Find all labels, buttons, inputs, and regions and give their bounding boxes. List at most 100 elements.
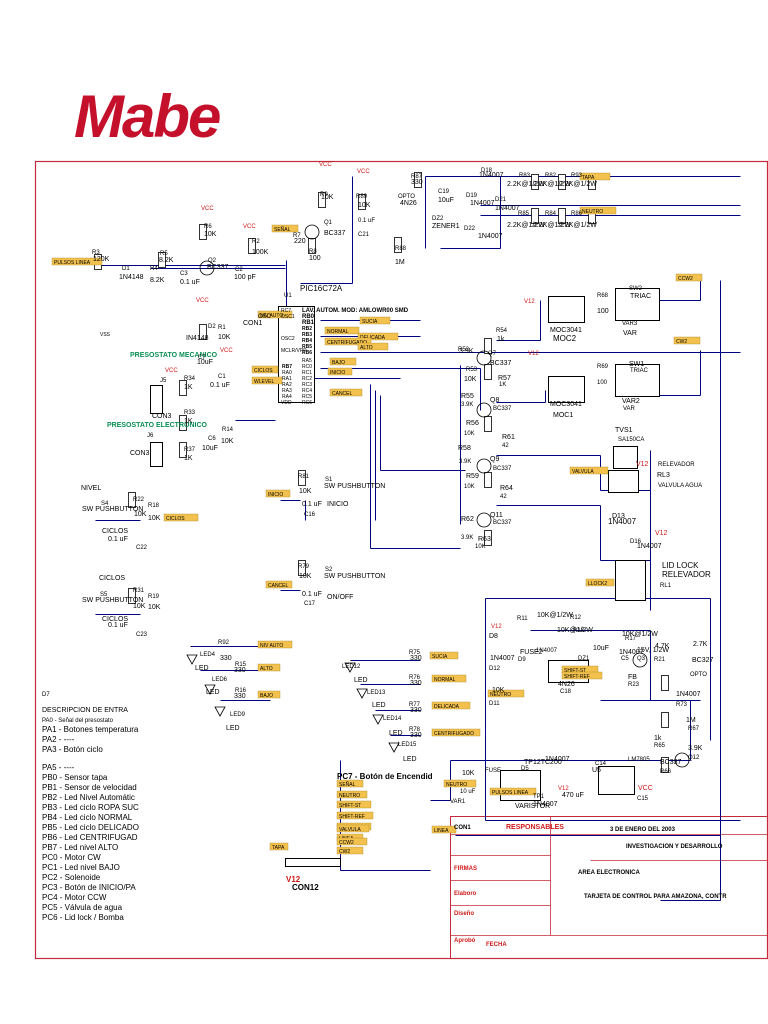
- net-tag-flag: [443, 779, 477, 788]
- net-tag: VALVULA: [569, 466, 609, 475]
- schematic-label: LED12: [342, 664, 361, 670]
- schematic-label: J5: [160, 378, 167, 384]
- net-tag-flag: [269, 842, 289, 851]
- schematic-label: 1K: [184, 418, 193, 425]
- schematic-label: Q8: [490, 397, 499, 404]
- schematic-label: 220: [294, 238, 306, 245]
- resistor: [394, 237, 402, 253]
- schematic-label: R63: [478, 536, 491, 543]
- net-tag-text: SHIFT-ST: [564, 668, 586, 674]
- net-tag-flag: [251, 365, 279, 374]
- schematic-label: 1M: [686, 717, 696, 724]
- schematic-label: OSC: [258, 314, 272, 320]
- schematic-label: LED13: [367, 690, 386, 696]
- schematic-label: D5: [521, 766, 529, 772]
- net-tag-flag: [265, 489, 291, 498]
- schematic-label: PC7 - Botón de Encendid: [337, 772, 433, 781]
- schematic-label: RA0: [282, 370, 292, 376]
- schematic-label: R86: [571, 211, 583, 217]
- schematic-label: C23: [136, 632, 148, 638]
- title-block: [450, 816, 768, 959]
- net-tag-flag: [265, 580, 293, 589]
- schematic-label: R69: [597, 364, 609, 370]
- net-tag-flag: [336, 800, 372, 809]
- schematic-label: 0.1 uF: [358, 218, 375, 224]
- net-tag-flag: [431, 825, 457, 834]
- net-tag-text: DELICADA: [434, 704, 460, 710]
- net-tag-flag: [329, 388, 363, 397]
- schematic-label: VAR2: [622, 398, 640, 405]
- schematic-label: S5: [100, 592, 108, 598]
- net-tag: CICLOS: [251, 365, 279, 374]
- net-tag-flag: [579, 172, 611, 181]
- net-tag-text: CENTRIFUGADO: [434, 731, 474, 737]
- transistor-symbol: [476, 402, 492, 418]
- net-tag-flag: [431, 701, 471, 710]
- drawing-border: [34, 160, 768, 960]
- schematic-label: ZENER1: [432, 223, 460, 230]
- schematic-label: VAR: [623, 330, 637, 337]
- net-tag-text: NIV AUTO: [260, 313, 283, 319]
- schematic-label: D22: [464, 226, 476, 232]
- net-tag-text: BAJO: [260, 693, 273, 699]
- net-tag: SUCIA: [359, 316, 391, 325]
- net-tag: CW2: [673, 336, 701, 345]
- transistor-symbol: [476, 512, 492, 528]
- net-tag: CANCEL: [265, 580, 293, 589]
- schematic-label: 3 DE ENERO DEL 2003: [610, 827, 676, 833]
- schematic-label: 4N26: [558, 681, 575, 688]
- net-tag: NEUTRO: [579, 206, 617, 215]
- net-tag-flag: [487, 689, 525, 698]
- resistor: [558, 174, 566, 190]
- schematic-label: 1k: [654, 735, 662, 742]
- schematic-label: 2.2K@1/2W: [507, 181, 545, 188]
- schematic-label: R58: [458, 445, 471, 452]
- net-tag: SHIFT-ST: [336, 800, 372, 809]
- schematic-label: R82: [545, 173, 557, 179]
- schematic-label: NIVEL: [81, 485, 101, 492]
- net-tag: NEUTRO: [336, 790, 368, 799]
- net-tag: NORMAL: [431, 674, 467, 683]
- net-tag-text: NIV AUTO: [260, 643, 283, 649]
- schematic-label: R55: [461, 393, 474, 400]
- led-symbol: [356, 688, 368, 699]
- net-tag-text: DELICADA: [360, 335, 386, 341]
- schematic-label: R34: [184, 376, 196, 382]
- schematic-label: C2: [235, 267, 243, 273]
- schematic-label: 1N4007: [490, 655, 515, 662]
- net-tag: CCW2: [336, 837, 368, 846]
- net-tag-flag: [673, 336, 701, 345]
- schematic-label: VDD: [281, 400, 292, 406]
- schematic-label: RB2: [302, 326, 312, 332]
- schematic-label: PA2 - ----: [42, 735, 75, 744]
- schematic-label: VCC: [319, 162, 332, 168]
- schematic-label: R23: [628, 682, 640, 688]
- schematic-label: SW1: [629, 361, 644, 368]
- schematic-label: R93: [571, 173, 583, 179]
- schematic-label: R66: [660, 769, 672, 775]
- net-tag: NIV AUTO: [257, 640, 293, 649]
- schematic-label: RC1: [302, 370, 312, 376]
- schematic-label: Q9: [490, 456, 499, 463]
- net-tag: WLEVEL: [251, 376, 283, 385]
- net-tag-text: SUCIA: [362, 319, 378, 325]
- net-tag-flag: [357, 332, 399, 341]
- schematic-label: SW PUSHBUTTON: [324, 573, 385, 580]
- schematic-label: R65: [654, 743, 666, 749]
- schematic-label: FUSE: [485, 768, 501, 774]
- schematic-label: RC3: [302, 382, 312, 388]
- connector-j5: [150, 385, 163, 414]
- resistor: [298, 470, 306, 486]
- schematic-label: CON3: [130, 450, 150, 457]
- schematic-label: D13: [612, 513, 625, 520]
- transistor-symbol: [304, 224, 320, 240]
- schematic-label: 10K: [148, 515, 161, 522]
- net-tag-flag: [336, 837, 368, 846]
- resistor: [158, 252, 166, 268]
- schematic-label: J6: [147, 433, 154, 439]
- net-tag-flag: [257, 663, 281, 672]
- schematic-label: RB1: [302, 320, 315, 326]
- net-tag: INICIO: [265, 489, 291, 498]
- net-tag-text: LLOCK2: [588, 581, 607, 587]
- schematic-label: 10uF: [197, 359, 213, 366]
